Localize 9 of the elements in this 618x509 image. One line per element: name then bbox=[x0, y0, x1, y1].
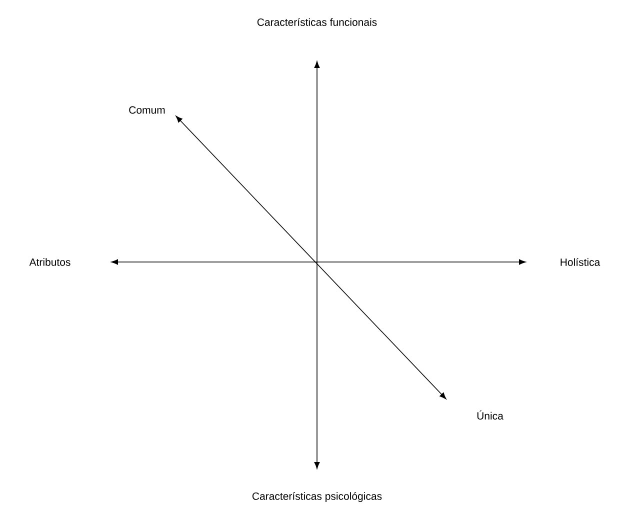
double-arrow bbox=[314, 61, 320, 469]
double-arrow bbox=[111, 259, 526, 265]
axis-label: Características funcionais bbox=[257, 18, 377, 26]
axis-label: Única bbox=[477, 410, 504, 420]
axis-label: Comum bbox=[129, 106, 165, 114]
axis-label: Atributos bbox=[29, 258, 70, 266]
axis-label: Características psicológicas bbox=[252, 492, 382, 502]
double-arrow bbox=[176, 116, 446, 400]
axis-label: Holística bbox=[560, 258, 600, 266]
